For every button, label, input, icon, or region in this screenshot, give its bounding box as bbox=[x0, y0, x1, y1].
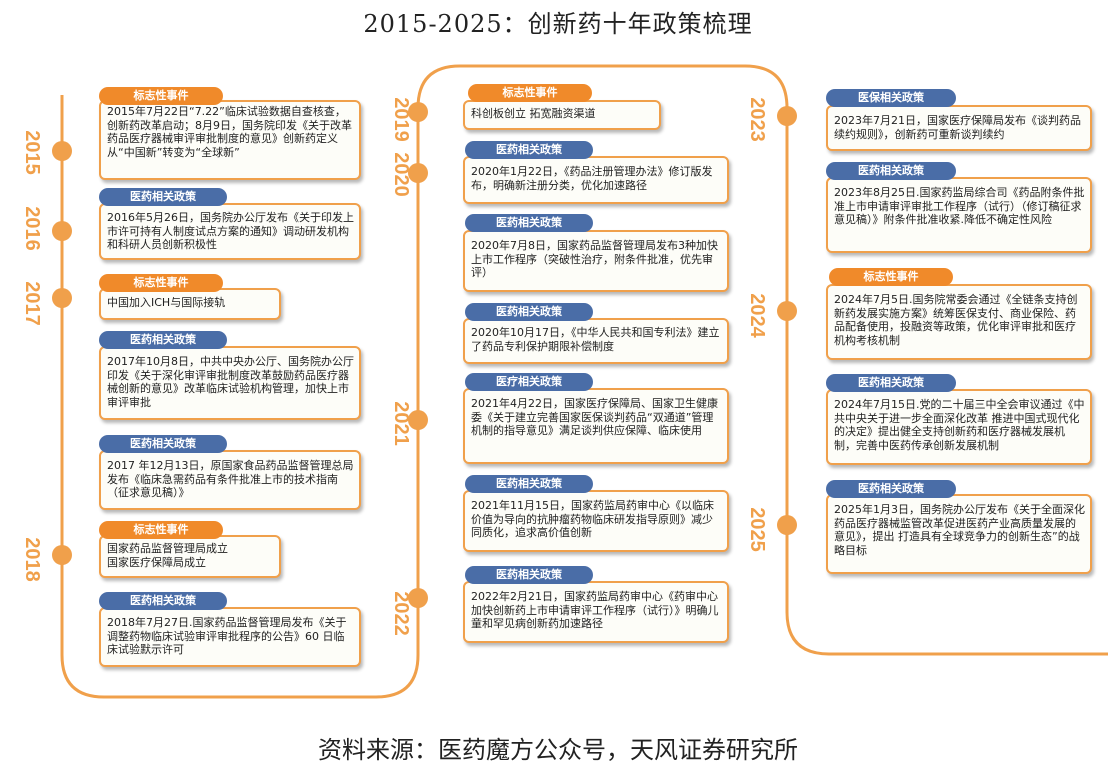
event-card-2023-aug: 2023年8月25日.国家药监局综合司《药品附条件批准上市申请审评审批工作程序（… bbox=[826, 177, 1092, 253]
event-card-2024-jul5: 2024年7月5日.国务院常委会通过《全链条支持创新药发展实施方案》统筹医保支付… bbox=[826, 284, 1092, 360]
event-text: 科创板创立 拓宽融资渠道 bbox=[471, 107, 596, 120]
timeline-node bbox=[408, 588, 428, 608]
year-label-2020: 2020 bbox=[389, 152, 412, 197]
event-text: 2023年7月21日，国家医疗保障局发布《谈判药品续约规则》，创新药可重新谈判续… bbox=[834, 114, 1081, 141]
tag-medical-policy: 医疗相关政策 bbox=[465, 373, 593, 391]
timeline-node bbox=[408, 410, 428, 430]
year-label-2023: 2023 bbox=[745, 97, 768, 142]
tag-milestone: 标志性事件 bbox=[99, 87, 223, 105]
event-card-2020-jul: 2020年7月8日，国家药品监督管理局发布3种加快上市工作程序（突破性治疗，附条… bbox=[463, 230, 729, 292]
event-text: 2016年5月26日，国务院办公厅发布《关于印发上市许可持有人制度试点方案的通知… bbox=[107, 211, 354, 251]
tag-pharma-policy: 医药相关政策 bbox=[465, 566, 593, 584]
event-text: 2017年10月8日，中共中央办公厅、国务院办公厅印发《关于深化审评审批制度改革… bbox=[107, 355, 354, 409]
tag-milestone: 标志性事件 bbox=[468, 84, 592, 102]
tag-pharma-policy: 医药相关政策 bbox=[826, 374, 956, 392]
tag-insurance-policy: 医保相关政策 bbox=[826, 89, 956, 107]
year-label-2016: 2016 bbox=[20, 206, 43, 251]
timeline-node bbox=[52, 288, 72, 308]
event-text: 2025年1月3日，国务院办公厅发布《关于全面深化药品医疗器械监管改革促进医药产… bbox=[834, 503, 1085, 557]
event-card-2022: 2022年2月21日，国家药监局药审中心《药审中心加快创新药上市申请审评工作程序… bbox=[463, 581, 729, 643]
timeline-node bbox=[52, 545, 72, 565]
event-card-2016: 2016年5月26日，国务院办公厅发布《关于印发上市许可持有人制度试点方案的通知… bbox=[99, 203, 361, 260]
event-card-2018-agencies: 国家药品监督管理局成立 国家医疗保障局成立 bbox=[99, 535, 281, 578]
timeline-node bbox=[52, 141, 72, 161]
event-text: 2022年2月21日，国家药监局药审中心《药审中心加快创新药上市申请审评工作程序… bbox=[471, 590, 719, 630]
event-card-2021-nov: 2021年11月15日，国家药监局药审中心《以临床价值为导向的抗肿瘤药物临床研发… bbox=[463, 490, 729, 552]
event-text: 2015年7月22日“7.22”临床试验数据自查核查，创新药改革启动；8月9日，… bbox=[107, 105, 352, 159]
tag-pharma-policy: 医药相关政策 bbox=[99, 592, 227, 610]
event-text: 2024年7月5日.国务院常委会通过《全链条支持创新药发展实施方案》统筹医保支付… bbox=[834, 293, 1078, 347]
event-card-2021-apr: 2021年4月22日，国家医疗保障局、国家卫生健康委《关于建立完善国家医保谈判药… bbox=[463, 388, 729, 464]
event-text: 中国加入ICH与国际接轨 bbox=[107, 296, 226, 309]
tag-pharma-policy: 医药相关政策 bbox=[465, 475, 593, 493]
tag-pharma-policy: 医药相关政策 bbox=[99, 435, 227, 453]
tag-pharma-policy: 医药相关政策 bbox=[826, 480, 956, 498]
tag-pharma-policy: 医药相关政策 bbox=[465, 141, 593, 159]
event-text: 2021年4月22日，国家医疗保障局、国家卫生健康委《关于建立完善国家医保谈判药… bbox=[471, 397, 718, 437]
event-card-2017-dec: 2017 年12月13日，原国家食品药品监督管理总局发布《临床急需药品有条件批准… bbox=[99, 450, 361, 510]
timeline-node bbox=[408, 102, 428, 122]
timeline-node bbox=[777, 106, 797, 126]
year-label-2021: 2021 bbox=[389, 401, 412, 446]
event-card-2015: 2015年7月22日“7.22”临床试验数据自查核查，创新药改革启动；8月9日，… bbox=[99, 100, 361, 180]
tag-pharma-policy: 医药相关政策 bbox=[99, 188, 227, 206]
timeline-node bbox=[52, 221, 72, 241]
tag-milestone: 标志性事件 bbox=[99, 274, 223, 292]
year-label-2025: 2025 bbox=[745, 507, 768, 552]
year-label-2018: 2018 bbox=[20, 537, 43, 582]
event-text: 2020年10月17日，《中华人民共和国专利法》建立了药品专利保护期限补偿制度 bbox=[471, 326, 720, 353]
timeline-node bbox=[777, 301, 797, 321]
tag-pharma-policy: 医药相关政策 bbox=[465, 214, 593, 232]
event-text: 2021年11月15日，国家药监局药审中心《以临床价值为导向的抗肿瘤药物临床研发… bbox=[471, 499, 714, 539]
timeline-node bbox=[408, 163, 428, 183]
event-card-2025: 2025年1月3日，国务院办公厅发布《关于全面深化药品医疗器械监管改革促进医药产… bbox=[826, 494, 1092, 574]
source-note: 资料来源：医药魔方公众号，天风证券研究所 bbox=[318, 736, 798, 764]
event-card-2018-jul: 2018年7月27日.国家药品监督管理局发布《关于调整药物临床试验审评审批程序的… bbox=[99, 607, 361, 667]
event-card-2020-oct: 2020年10月17日，《中华人民共和国专利法》建立了药品专利保护期限补偿制度 bbox=[463, 318, 729, 364]
event-card-2017-oct: 2017年10月8日，中共中央办公厅、国务院办公厅印发《关于深化审评审批制度改革… bbox=[99, 346, 361, 420]
event-text: 2020年7月8日，国家药品监督管理局发布3种加快上市工作程序（突破性治疗，附条… bbox=[471, 239, 718, 279]
page-title: 2015-2025：创新药十年政策梳理 bbox=[363, 10, 753, 38]
event-card-2023-jul: 2023年7月21日，国家医疗保障局发布《谈判药品续约规则》，创新药可重新谈判续… bbox=[826, 105, 1092, 151]
event-card-2019: 科创板创立 拓宽融资渠道 bbox=[463, 100, 661, 130]
tag-milestone: 标志性事件 bbox=[829, 268, 953, 286]
year-label-2017: 2017 bbox=[20, 281, 43, 326]
event-card-2020-jan: 2020年1月22日，《药品注册管理办法》修订版发布，明确新注册分类，优化加速路… bbox=[463, 156, 729, 204]
tag-milestone: 标志性事件 bbox=[99, 521, 223, 539]
timeline-node bbox=[777, 515, 797, 535]
tag-pharma-policy: 医药相关政策 bbox=[99, 331, 227, 349]
event-text: 2023年8月25日.国家药监局综合司《药品附条件批准上市申请审评审批工作程序（… bbox=[834, 186, 1085, 226]
event-text: 国家药品监督管理局成立 国家医疗保障局成立 bbox=[107, 542, 228, 569]
year-label-2024: 2024 bbox=[745, 293, 768, 338]
event-card-2017-ich: 中国加入ICH与国际接轨 bbox=[99, 288, 281, 320]
year-label-2015: 2015 bbox=[20, 130, 43, 175]
event-card-2024-jul15: 2024年7月15日.党的二十届三中全会审议通过《中共中央关于进一步全面深化改革… bbox=[826, 389, 1092, 465]
tag-pharma-policy: 医药相关政策 bbox=[465, 303, 593, 321]
event-text: 2020年1月22日，《药品注册管理办法》修订版发布，明确新注册分类，优化加速路… bbox=[471, 165, 713, 192]
event-text: 2017 年12月13日，原国家食品药品监督管理总局发布《临床急需药品有条件批准… bbox=[107, 459, 354, 499]
event-text: 2018年7月27日.国家药品监督管理局发布《关于调整药物临床试验审评审批程序的… bbox=[107, 616, 347, 656]
event-text: 2024年7月15日.党的二十届三中全会审议通过《中共中央关于进一步全面深化改革… bbox=[834, 398, 1085, 452]
tag-pharma-policy: 医药相关政策 bbox=[826, 162, 956, 180]
year-label-2022: 2022 bbox=[389, 591, 412, 636]
year-label-2019: 2019 bbox=[389, 97, 412, 142]
